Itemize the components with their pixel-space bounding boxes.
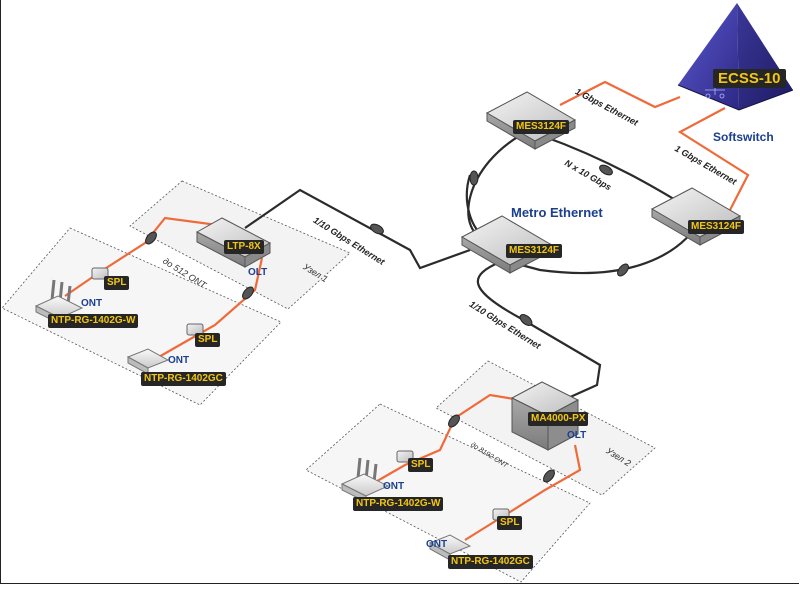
switch-right-label: MES3124F (688, 220, 745, 234)
fiber-links (64, 80, 750, 541)
node2-ont1-caption: ONT (383, 481, 405, 492)
softswitch-caption: Softswitch (713, 130, 774, 144)
node1-spl1-label: SPL (104, 276, 130, 290)
switch-right (650, 187, 742, 246)
copper-links (244, 188, 602, 400)
ecss-label: ECSS-10 (713, 69, 786, 88)
node2-olt-caption: OLT (567, 430, 587, 441)
node2-ont2-model: NTP-RG-1402GC (448, 555, 533, 569)
ma4000-label: MA4000-PX (528, 412, 589, 426)
node1-ont2-caption: ONT (168, 355, 190, 366)
node2-spl1-label: SPL (408, 458, 434, 472)
node1-spl2-label: SPL (195, 333, 221, 347)
node2-spl2-label: SPL (497, 516, 523, 530)
metro-ethernet-caption: Metro Ethernet (511, 205, 603, 220)
metro-ring (465, 129, 701, 275)
switch-top-label: MES3124F (513, 120, 570, 134)
node1-ont1-caption: ONT (81, 298, 103, 309)
node2-ont-zone (305, 403, 591, 583)
ltp8x-label: LTP-8X (224, 240, 264, 254)
node2-ont2-caption: ONT (426, 539, 448, 550)
cable-coils (145, 164, 629, 483)
node1-ont-zone (1, 227, 282, 406)
switch-center-label: MES3124F (506, 244, 563, 258)
node1-ont1-model: NTP-RG-1402G-W (48, 314, 139, 328)
node2-ont1-model: NTP-RG-1402G-W (353, 497, 444, 511)
ecss-pyramid (677, 3, 794, 111)
node1-ont2-model: NTP-RG-1402GC (141, 372, 226, 386)
node1-olt-caption: OLT (248, 267, 268, 278)
